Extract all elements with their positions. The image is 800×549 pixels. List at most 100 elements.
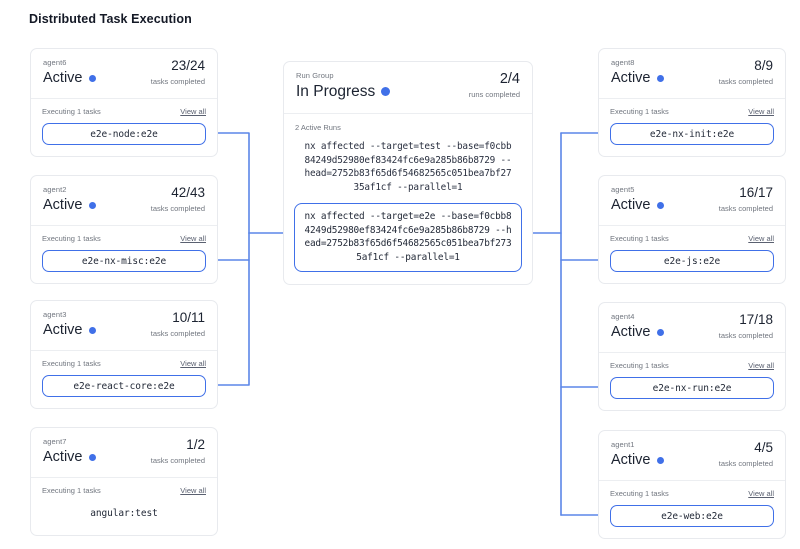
agent-status-label: Active — [43, 322, 83, 338]
agent-card-agent1[interactable]: agent1 Active 4/5 tasks completed Execut… — [598, 430, 786, 539]
agent-card-agent3[interactable]: agent3 Active 10/11 tasks completed Exec… — [30, 300, 218, 409]
run-group-label: Run Group — [296, 71, 334, 80]
status-dot-icon — [88, 327, 96, 334]
agent-card-body: Executing 1 tasks View all e2e-web:e2e — [599, 481, 785, 538]
agent-executing-label: Executing 1 tasks — [610, 361, 669, 370]
agent-card-header: agent8 Active 8/9 tasks completed — [599, 49, 785, 99]
agent-name: agent1 — [611, 440, 635, 449]
agent-status-label: Active — [43, 70, 83, 86]
agent-executing-label: Executing 1 tasks — [610, 234, 669, 243]
agent-card-agent5[interactable]: agent5 Active 16/17 tasks completed Exec… — [598, 175, 786, 284]
agent-status: Active — [43, 321, 205, 340]
view-all-link[interactable]: View all — [748, 234, 774, 243]
agent-name: agent5 — [611, 185, 635, 194]
run-group-header: Run Group In Progress 2/4 runs completed — [284, 62, 532, 114]
run-command-text[interactable]: nx affected --target=test --base=f0cbb84… — [304, 141, 512, 193]
agent-task-count: 1/2 — [186, 437, 205, 452]
agent-executing-label: Executing 1 tasks — [42, 359, 101, 368]
agent-task-count-label: tasks completed — [150, 456, 205, 465]
agent-executing-row: Executing 1 tasks View all — [42, 359, 206, 368]
agent-status: Active — [611, 451, 773, 470]
agent-task-count-label: tasks completed — [718, 77, 773, 86]
active-runs-label: 2 Active Runs — [295, 123, 341, 132]
agent-card-agent4[interactable]: agent4 Active 17/18 tasks completed Exec… — [598, 302, 786, 411]
agent-task-count-label: tasks completed — [718, 459, 773, 468]
status-dot-icon — [656, 329, 664, 336]
running-task-chip[interactable]: e2e-nx-init:e2e — [610, 123, 774, 145]
run-command-text: nx affected --target=e2e --base=f0cbb842… — [304, 211, 512, 263]
status-dot-icon — [88, 75, 96, 82]
agent-status: Active — [43, 196, 205, 215]
agent-status-label: Active — [611, 70, 651, 86]
page-title: Distributed Task Execution — [29, 12, 192, 26]
agent-card-header: agent5 Active 16/17 tasks completed — [599, 176, 785, 226]
agent-name: agent8 — [611, 58, 635, 67]
agent-card-body: Executing 1 tasks View all e2e-react-cor… — [31, 351, 217, 408]
agent-executing-label: Executing 1 tasks — [42, 234, 101, 243]
agent-card-header: agent1 Active 4/5 tasks completed — [599, 431, 785, 481]
agent-card-header: agent2 Active 42/43 tasks completed — [31, 176, 217, 226]
agent-status-label: Active — [43, 197, 83, 213]
agent-task-count-label: tasks completed — [718, 331, 773, 340]
view-all-link[interactable]: View all — [748, 489, 774, 498]
status-dot-icon — [88, 454, 96, 461]
run-group-status-label: In Progress — [296, 83, 376, 100]
view-all-link[interactable]: View all — [180, 107, 206, 116]
agent-executing-row: Executing 1 tasks View all — [610, 489, 774, 498]
view-all-link[interactable]: View all — [180, 486, 206, 495]
agent-status-label: Active — [43, 449, 83, 465]
agent-card-body: Executing 1 tasks View all e2e-nx-run:e2… — [599, 353, 785, 410]
agent-card-body: Executing 1 tasks View all e2e-nx-misc:e… — [31, 226, 217, 283]
agent-status-label: Active — [611, 324, 651, 340]
agent-card-agent2[interactable]: agent2 Active 42/43 tasks completed Exec… — [30, 175, 218, 284]
agent-status: Active — [43, 69, 205, 88]
agent-task-count: 10/11 — [172, 310, 205, 325]
agent-card-header: agent4 Active 17/18 tasks completed — [599, 303, 785, 353]
view-all-link[interactable]: View all — [748, 107, 774, 116]
agent-name: agent2 — [43, 185, 67, 194]
agent-card-header: agent3 Active 10/11 tasks completed — [31, 301, 217, 351]
running-task-chip[interactable]: e2e-nx-misc:e2e — [42, 250, 206, 272]
agent-executing-row: Executing 1 tasks View all — [610, 361, 774, 370]
running-task-chip[interactable]: e2e-react-core:e2e — [42, 375, 206, 397]
agent-status-label: Active — [611, 452, 651, 468]
status-dot-icon — [656, 202, 664, 209]
running-task-chip[interactable]: e2e-node:e2e — [42, 123, 206, 145]
agent-card-body: Executing 1 tasks View all angular:test — [31, 478, 217, 535]
run-group-count: 2/4 — [499, 71, 520, 87]
agent-status-label: Active — [611, 197, 651, 213]
running-task-chip[interactable]: angular:test — [42, 502, 206, 524]
run-group-count-label: runs completed — [468, 90, 520, 99]
agent-task-count: 16/17 — [739, 185, 773, 200]
agent-status: Active — [611, 196, 773, 215]
run-group-card[interactable]: Run Group In Progress 2/4 runs completed… — [283, 61, 533, 285]
agent-name: agent6 — [43, 58, 67, 67]
agent-card-agent8[interactable]: agent8 Active 8/9 tasks completed Execut… — [598, 48, 786, 157]
agent-status: Active — [43, 448, 205, 467]
agent-status: Active — [611, 69, 773, 88]
view-all-link[interactable]: View all — [748, 361, 774, 370]
agent-task-count: 17/18 — [739, 312, 773, 327]
agent-executing-row: Executing 1 tasks View all — [610, 234, 774, 243]
agent-executing-row: Executing 1 tasks View all — [42, 107, 206, 116]
running-task-chip[interactable]: e2e-web:e2e — [610, 505, 774, 527]
agent-card-agent7[interactable]: agent7 Active 1/2 tasks completed Execut… — [30, 427, 218, 536]
view-all-link[interactable]: View all — [180, 234, 206, 243]
view-all-link[interactable]: View all — [180, 359, 206, 368]
agent-card-body: Executing 1 tasks View all e2e-node:e2e — [31, 99, 217, 156]
agent-executing-row: Executing 1 tasks View all — [42, 486, 206, 495]
agent-card-agent6[interactable]: agent6 Active 23/24 tasks completed Exec… — [30, 48, 218, 157]
status-dot-icon — [381, 87, 391, 96]
agent-card-header: agent6 Active 23/24 tasks completed — [31, 49, 217, 99]
agent-executing-label: Executing 1 tasks — [610, 489, 669, 498]
agent-executing-row: Executing 1 tasks View all — [42, 234, 206, 243]
run-command-box-highlighted[interactable]: nx affected --target=e2e --base=f0cbb842… — [294, 203, 522, 272]
running-task-chip[interactable]: e2e-nx-run:e2e — [610, 377, 774, 399]
agent-task-count-label: tasks completed — [718, 204, 773, 213]
agent-name: agent4 — [611, 312, 635, 321]
status-dot-icon — [88, 202, 96, 209]
running-task-chip[interactable]: e2e-js:e2e — [610, 250, 774, 272]
agent-card-body: Executing 1 tasks View all e2e-js:e2e — [599, 226, 785, 283]
agent-executing-label: Executing 1 tasks — [42, 486, 101, 495]
run-group-body: 2 Active Runs nx affected --target=test … — [284, 114, 532, 284]
